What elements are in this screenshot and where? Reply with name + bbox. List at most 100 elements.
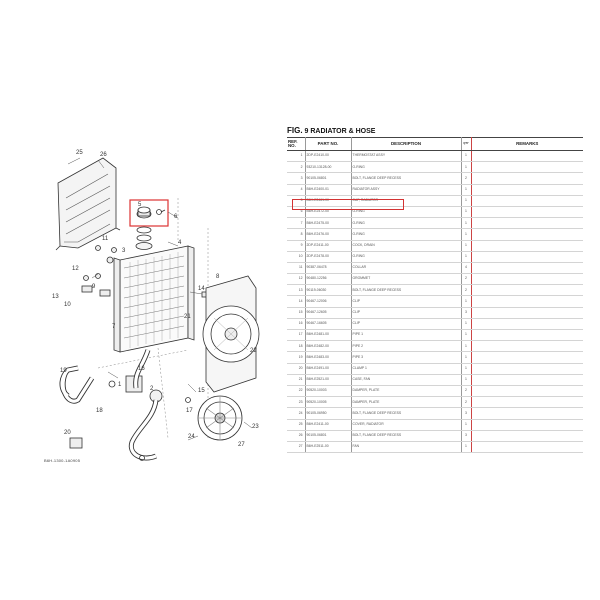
part-no-cell: 90119-06030 [305, 284, 352, 297]
description-cell: CLIP [351, 318, 462, 331]
remarks-cell [471, 396, 583, 409]
part-no-cell: B6H-E2411-00 [305, 419, 352, 431]
ref-cell: 16 [287, 318, 306, 331]
description-cell: THERMOSTAT ASSY [351, 150, 462, 163]
callout-12: 12 [72, 266, 79, 272]
callout-5: 5 [138, 202, 142, 208]
remarks-cell [471, 217, 583, 230]
ref-cell: 13 [287, 284, 306, 297]
callout-9: 9 [92, 284, 96, 290]
part-no-cell: B6H-E2482-00 [305, 340, 352, 353]
description-cell: FAN [351, 441, 462, 454]
remarks-cell [471, 184, 583, 196]
part-no-cell: 90520-10005 [305, 396, 352, 409]
part-no-cell: B6H-E2475-00 [305, 217, 352, 230]
ref-cell: 27 [287, 441, 306, 454]
ref-cell: 8 [287, 228, 306, 241]
description-cell: RADIATOR ASSY [351, 184, 462, 196]
ref-cell: 5 [287, 195, 306, 207]
callout-7: 7 [112, 324, 116, 330]
description-cell: O-RING [351, 228, 462, 241]
header-description: DESCRIPTION [351, 137, 462, 151]
description-cell: DAMPER, PLATE [351, 396, 462, 409]
part-no-cell: B6H-E2481-00 [305, 329, 352, 342]
ref-cell: 15 [287, 307, 306, 319]
remarks-cell [471, 340, 583, 353]
fig-number: 9 [304, 128, 309, 135]
part-no-cell: 90105-06950 [305, 407, 352, 420]
part-no-cell: 90387-06478 [305, 262, 352, 275]
header-remarks: REMARKS [471, 137, 583, 151]
qty-cell: 4 [461, 262, 472, 275]
description-cell: COLLAR [351, 262, 462, 275]
diagram-code: B6H-1300-1A0905 [44, 458, 81, 463]
part-no-cell: B6H-E2461-00 [305, 195, 352, 207]
remarks-cell [471, 385, 583, 398]
qty-cell: 1 [461, 374, 472, 386]
callout-21: 21 [184, 314, 191, 320]
callout-17: 17 [186, 408, 193, 414]
part-no-cell: 90467-16605 [305, 318, 352, 331]
part-no-cell: 90467-12605 [305, 307, 352, 319]
qty-cell: 1 [461, 363, 472, 375]
header-qty: QTY [461, 137, 472, 151]
callout-13: 13 [52, 294, 59, 300]
callout-23: 23 [252, 424, 259, 430]
description-cell: COCK, DRAIN [351, 240, 462, 252]
remarks-cell [471, 284, 583, 297]
callout-15: 15 [198, 388, 205, 394]
radiator-cover-shape [55, 157, 121, 251]
qty-cell: 3 [461, 407, 472, 420]
part-no-cell: 93210-13128-00 [305, 161, 352, 174]
qty-cell: 1 [461, 195, 472, 207]
callout-25: 25 [76, 150, 83, 156]
qty-cell: 2 [461, 396, 472, 409]
remarks-cell [471, 262, 583, 275]
remarks-cell [471, 441, 583, 454]
callout-18: 18 [96, 408, 103, 414]
ref-cell: 20 [287, 363, 306, 375]
header-part-no: PART NO. [305, 137, 352, 151]
callout-20: 20 [64, 430, 71, 436]
remarks-cell [471, 351, 583, 364]
callout-22: 22 [250, 348, 257, 354]
description-cell: O-RING [351, 217, 462, 230]
remarks-cell [471, 206, 583, 219]
description-cell: CLAMP 1 [351, 363, 462, 375]
part-no-cell: 90520-10003 [305, 385, 352, 398]
remarks-cell [471, 228, 583, 241]
part-no-cell: B6H-E2511-00 [305, 441, 352, 454]
remarks-cell [471, 172, 583, 185]
qty-cell: 1 [461, 251, 472, 263]
ref-cell: 23 [287, 396, 306, 409]
callout-19: 19 [60, 368, 67, 374]
cap-highlight-box [129, 199, 169, 227]
qty-cell: 2 [461, 273, 472, 286]
remarks-cell [471, 374, 583, 386]
remarks-cell [471, 329, 583, 342]
remarks-cell [471, 307, 583, 319]
part-no-cell: B6H-E2476-00 [305, 228, 352, 241]
description-cell: PIPE 2 [351, 340, 462, 353]
ref-cell: 3 [287, 172, 306, 185]
remarks-cell [471, 430, 583, 442]
qty-cell: 1 [461, 184, 472, 196]
ref-cell: 2 [287, 161, 306, 174]
ref-cell: 21 [287, 374, 306, 386]
remarks-cell [471, 363, 583, 375]
